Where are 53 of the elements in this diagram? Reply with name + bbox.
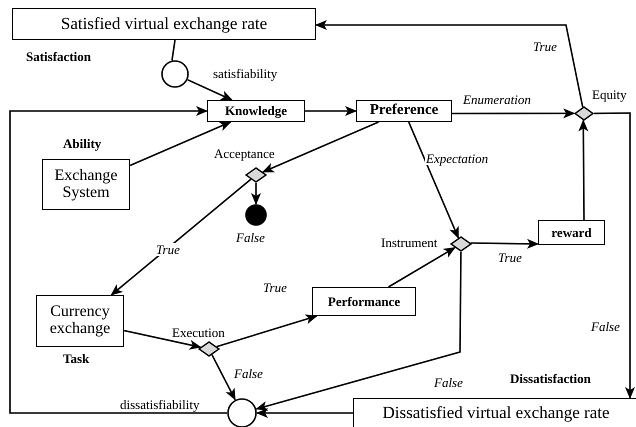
arrow xyxy=(211,354,236,401)
process-box: Satisfied virtual exchange rate xyxy=(12,8,316,40)
arrow xyxy=(130,121,232,166)
node-caption: Task xyxy=(63,352,90,365)
arrow xyxy=(315,20,584,108)
arrow xyxy=(216,314,318,348)
process-box: Preference xyxy=(356,100,452,122)
arrow xyxy=(578,119,588,220)
process-box: Exchange System xyxy=(42,159,130,210)
edge-label: False xyxy=(233,367,264,380)
end-dot xyxy=(245,204,267,226)
process-box: Dissatisfied virtual exchange rate xyxy=(353,398,636,427)
arrow xyxy=(388,246,456,288)
arrow xyxy=(110,178,252,296)
node-caption: False xyxy=(236,231,265,244)
decision-diamond xyxy=(245,167,267,183)
node-caption: Instrument xyxy=(381,236,438,249)
arrow xyxy=(452,108,576,118)
edge-label: True xyxy=(262,281,288,294)
edge-label: Enumeration xyxy=(462,93,532,106)
node-caption: satisfiability xyxy=(213,67,278,80)
process-box: Currency exchange xyxy=(36,295,124,347)
arrow xyxy=(255,252,462,411)
arrow xyxy=(187,79,233,101)
node-caption: dissatisfiability xyxy=(120,398,200,411)
arrow xyxy=(594,112,635,399)
edge-label: True xyxy=(497,251,523,264)
arrow xyxy=(9,106,227,414)
edge-label: False xyxy=(590,320,621,333)
process-box: Knowledge xyxy=(207,100,305,122)
arrow xyxy=(251,183,261,205)
node-caption: Execution xyxy=(172,326,225,339)
state-circle xyxy=(161,60,189,88)
node-caption: Equity xyxy=(592,88,627,101)
arrow xyxy=(470,238,539,249)
edge-label: True xyxy=(532,40,558,53)
arrow xyxy=(408,122,460,239)
node-caption: Acceptance xyxy=(214,147,275,160)
node-caption: Satisfaction xyxy=(26,50,91,63)
decision-diamond xyxy=(450,236,472,252)
edge-label: Expectation xyxy=(425,152,490,165)
node-caption: Dissatisfaction xyxy=(510,372,591,385)
edge-label: False xyxy=(433,376,464,389)
arrow xyxy=(305,106,357,116)
arrow xyxy=(124,330,202,350)
arrow xyxy=(262,121,379,173)
process-box: Performance xyxy=(312,287,416,316)
edge-label: True xyxy=(155,243,181,256)
decision-diamond xyxy=(574,106,594,121)
node-caption: Ability xyxy=(63,137,102,150)
arrow xyxy=(256,408,353,418)
process-box: reward xyxy=(538,220,605,245)
decision-diamond xyxy=(198,341,220,357)
